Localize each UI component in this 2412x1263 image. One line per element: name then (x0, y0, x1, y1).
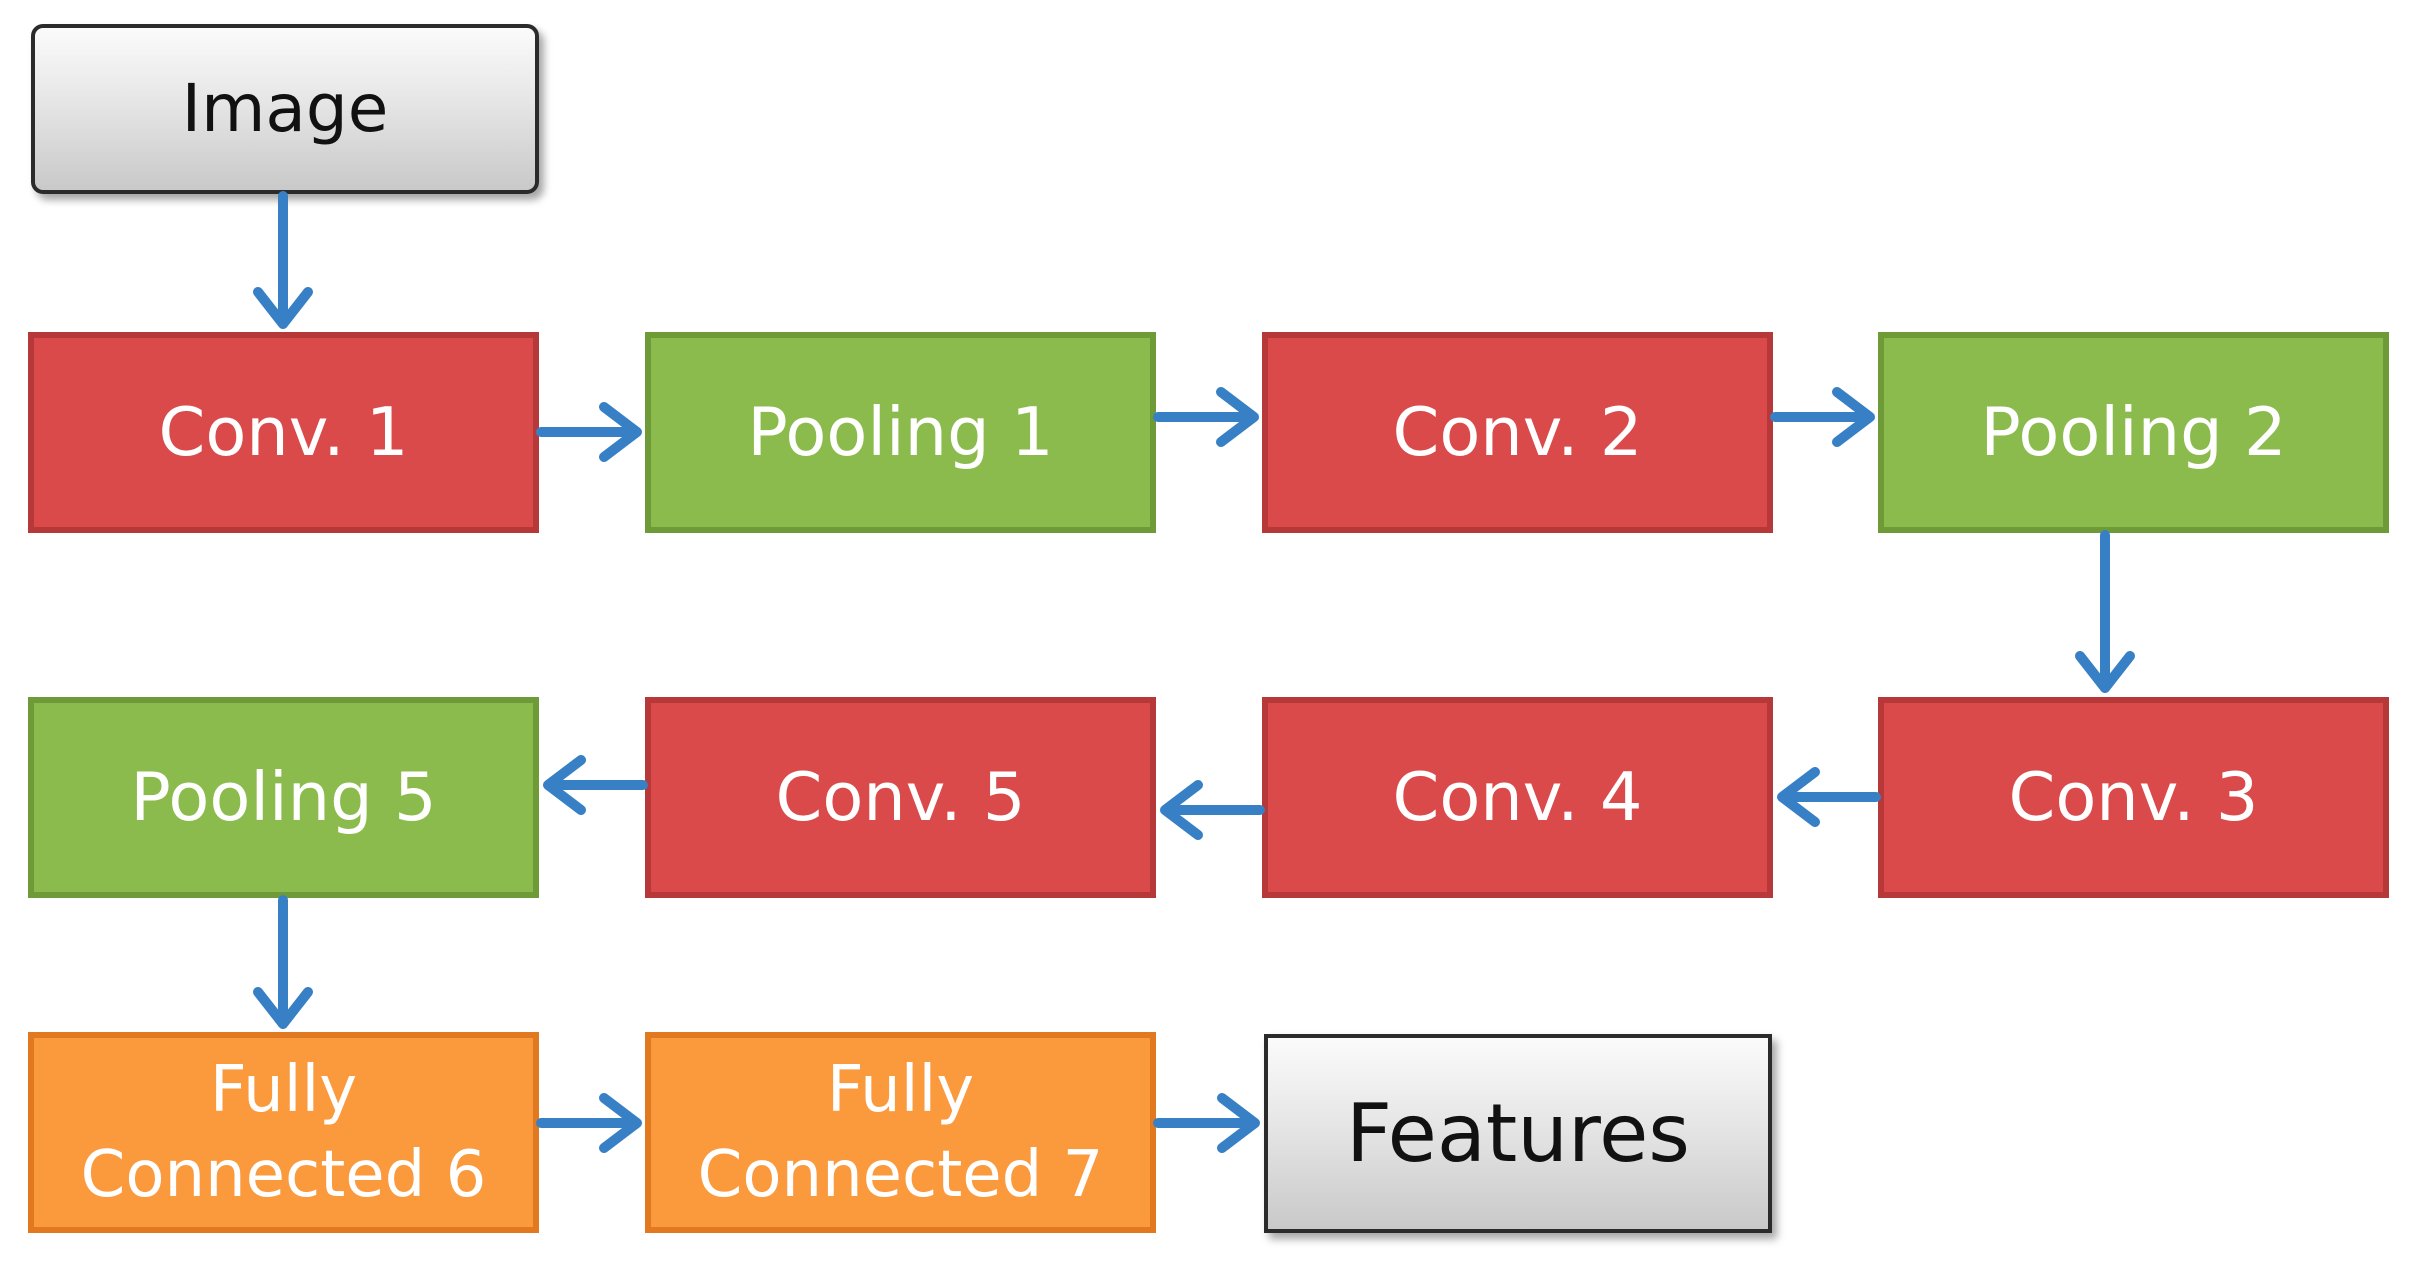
node-features: Features (1264, 1034, 1772, 1233)
node-fc6: Fully Connected 6 (28, 1032, 539, 1233)
node-conv3: Conv. 3 (1878, 697, 2389, 898)
node-features-label: Features (1346, 1086, 1690, 1180)
node-fc7-label: Fully Connected 7 (697, 1053, 1104, 1212)
arrow-fc6-to-fc7 (536, 1093, 642, 1153)
arrow-image-to-conv1 (253, 191, 313, 329)
node-pool2: Pooling 2 (1878, 332, 2389, 533)
arrow-pool2-to-conv3 (2075, 530, 2135, 693)
node-image: Image (31, 24, 539, 194)
node-conv5-label: Conv. 5 (775, 758, 1026, 837)
node-image-label: Image (181, 70, 389, 148)
node-conv1-label: Conv. 1 (158, 393, 409, 472)
arrow-conv5-to-pool5 (543, 755, 648, 815)
node-pool5-label: Pooling 5 (130, 758, 437, 837)
node-conv4: Conv. 4 (1262, 697, 1773, 898)
node-conv2: Conv. 2 (1262, 332, 1773, 533)
arrow-conv4-to-conv5 (1160, 780, 1265, 840)
arrow-conv2-to-pool2 (1770, 387, 1875, 447)
node-conv2-label: Conv. 2 (1392, 393, 1643, 472)
node-pool2-label: Pooling 2 (1980, 393, 2287, 472)
node-conv1: Conv. 1 (28, 332, 539, 533)
node-conv3-label: Conv. 3 (2008, 758, 2259, 837)
arrow-conv3-to-conv4 (1777, 767, 1881, 827)
node-pool1: Pooling 1 (645, 332, 1156, 533)
node-pool5: Pooling 5 (28, 697, 539, 898)
node-conv5: Conv. 5 (645, 697, 1156, 898)
node-fc6-label: Fully Connected 6 (80, 1053, 487, 1212)
arrow-pool5-to-fc6 (253, 895, 313, 1029)
node-conv4-label: Conv. 4 (1392, 758, 1643, 837)
arrow-pool1-to-conv2 (1153, 387, 1259, 447)
arrow-fc7-to-features (1153, 1093, 1260, 1153)
node-pool1-label: Pooling 1 (747, 393, 1054, 472)
arrow-conv1-to-pool1 (536, 402, 642, 462)
node-fc7: Fully Connected 7 (645, 1032, 1156, 1233)
